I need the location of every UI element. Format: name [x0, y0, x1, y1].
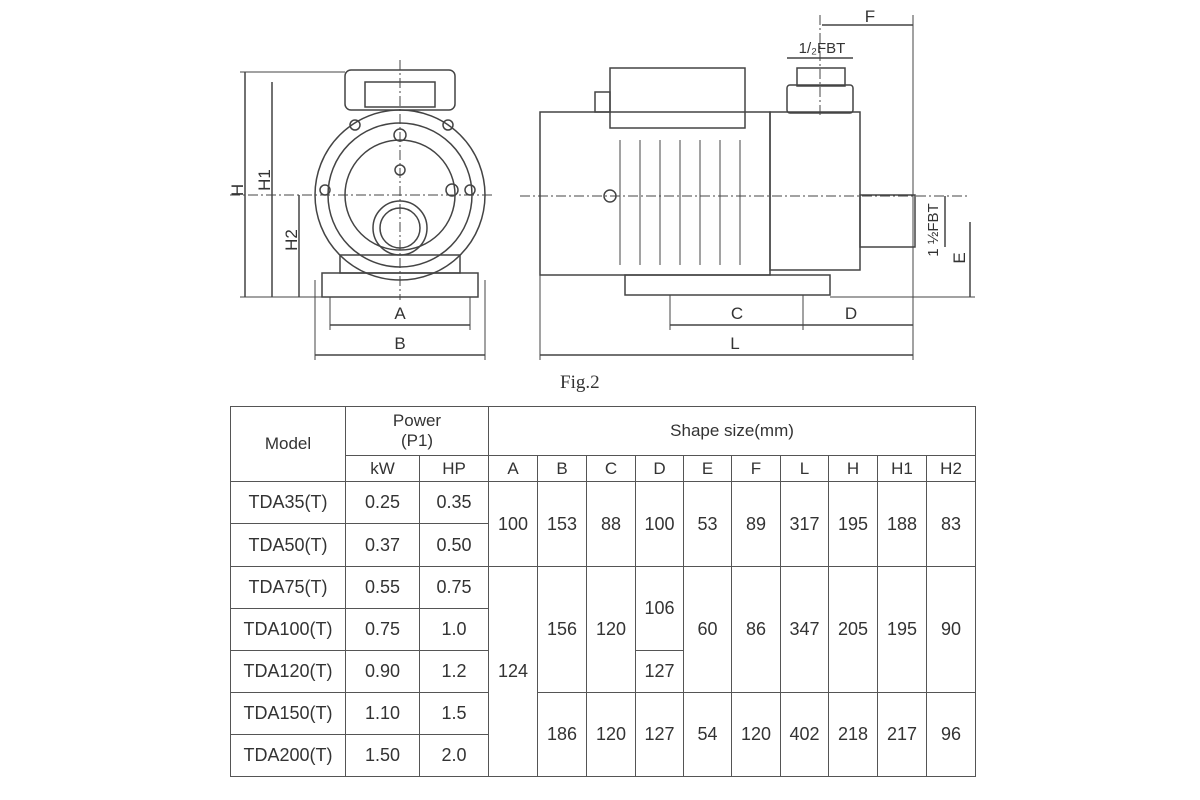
dim-cell: 120 — [731, 692, 781, 777]
dim-cell: 188 — [877, 481, 927, 567]
hp-cell: 2.0 — [419, 734, 489, 777]
label-H1: H1 — [255, 169, 274, 191]
dim-header: C — [586, 455, 636, 482]
dim-cell: 186 — [537, 692, 587, 777]
hp-cell: 0.35 — [419, 481, 489, 524]
dim-cell: 54 — [683, 692, 732, 777]
dim-cell: 347 — [780, 566, 829, 693]
dim-cell: 317 — [780, 481, 829, 567]
table-row: TDA150(T) 1.10 1.5 186 120 127 54 120 40… — [230, 692, 977, 777]
model-cell: TDA75(T) — [230, 566, 346, 609]
table-row: TDA200(T) 1.50 2.0 — [230, 734, 976, 777]
hp-cell: 1.2 — [419, 650, 489, 693]
dim-cell: 127 — [635, 650, 684, 693]
front-view — [230, 60, 495, 360]
dim-header: B — [537, 455, 587, 482]
dim-header: F — [731, 455, 781, 482]
dim-header: D — [635, 455, 684, 482]
kw-cell: 0.25 — [345, 481, 420, 524]
dim-cell: 100 — [635, 481, 684, 567]
hp-cell: 0.50 — [419, 523, 489, 567]
table-row: TDA75(T) 0.55 0.75 124 156 120 106 60 86… — [230, 566, 977, 777]
dim-cell: 96 — [925, 692, 977, 777]
dim-cell: 120 — [586, 566, 636, 693]
label-B: B — [394, 334, 405, 353]
dim-cell: 100 — [488, 481, 538, 567]
dim-header: L — [780, 455, 829, 482]
table-row: TDA35(T) 0.25 0.35 100 153 88 100 53 89 … — [230, 481, 977, 567]
dim-cell: 127 — [635, 692, 684, 777]
model-cell: TDA120(T) — [230, 650, 346, 693]
dim-cell: 53 — [683, 481, 732, 567]
dim-header: H — [828, 455, 878, 482]
table-row: TDA120(T) 0.90 1.2 127 — [230, 650, 976, 693]
kw-cell: 1.10 — [345, 692, 420, 735]
dim-cell: 90 — [925, 566, 977, 693]
kw-cell: 0.37 — [345, 523, 420, 567]
kw-cell: 1.50 — [345, 734, 420, 777]
hp-cell: 1.0 — [419, 608, 489, 651]
power-header: Power(P1) — [345, 406, 489, 456]
label-H: H — [228, 184, 247, 196]
dim-cell: 88 — [586, 481, 636, 567]
side-view — [520, 15, 975, 360]
dimension-table: Model Power(P1) Shape size(mm) kW HP A B… — [230, 406, 977, 777]
kw-cell: 0.55 — [345, 566, 420, 609]
label-D: D — [845, 304, 857, 323]
model-cell: TDA200(T) — [230, 734, 346, 777]
label-A: A — [394, 304, 406, 323]
dim-cell: 124 — [488, 566, 538, 777]
dim-cell: 205 — [828, 566, 878, 693]
label-H2: H2 — [282, 229, 301, 251]
label-top-port: 1/₂FBT — [799, 40, 846, 57]
dim-cell: 86 — [731, 566, 781, 693]
kw-cell: 0.90 — [345, 650, 420, 693]
label-side-port: 1 ½FBT — [925, 203, 942, 256]
model-cell: TDA50(T) — [230, 523, 346, 567]
hp-header: HP — [419, 455, 489, 482]
dim-cell: 60 — [683, 566, 732, 693]
figure-caption: Fig.2 — [560, 372, 600, 393]
dim-cell: 83 — [925, 481, 977, 567]
hp-cell: 0.75 — [419, 566, 489, 609]
dim-cell: 217 — [877, 692, 927, 777]
dim-cell: 89 — [731, 481, 781, 567]
model-cell: TDA150(T) — [230, 692, 346, 735]
label-C: C — [731, 304, 743, 323]
dim-cell: 218 — [828, 692, 878, 777]
kw-header: kW — [345, 455, 420, 482]
dim-cell: 195 — [828, 481, 878, 567]
dim-cell: 120 — [586, 692, 636, 777]
model-header: Model — [230, 406, 346, 482]
dim-header: H1 — [877, 455, 927, 482]
model-cell: TDA100(T) — [230, 608, 346, 651]
dim-cell: 402 — [780, 692, 829, 777]
pump-drawing: H H1 H2 A B C D L F 1/₂FBT 1 ½FBT E — [228, 7, 975, 360]
label-E: E — [950, 252, 969, 263]
label-F: F — [865, 7, 875, 26]
dim-header: A — [488, 455, 538, 482]
dim-cell: 195 — [877, 566, 927, 693]
dim-cell: 106 — [635, 566, 684, 651]
shape-size-header: Shape size(mm) — [487, 406, 977, 456]
hp-cell: 1.5 — [419, 692, 489, 735]
label-L: L — [730, 334, 739, 353]
dim-header: H2 — [925, 455, 977, 482]
kw-cell: 0.75 — [345, 608, 420, 651]
model-cell: TDA35(T) — [230, 481, 346, 524]
dim-cell: 156 — [537, 566, 587, 693]
dim-header: E — [683, 455, 732, 482]
dim-cell: 153 — [537, 481, 587, 567]
